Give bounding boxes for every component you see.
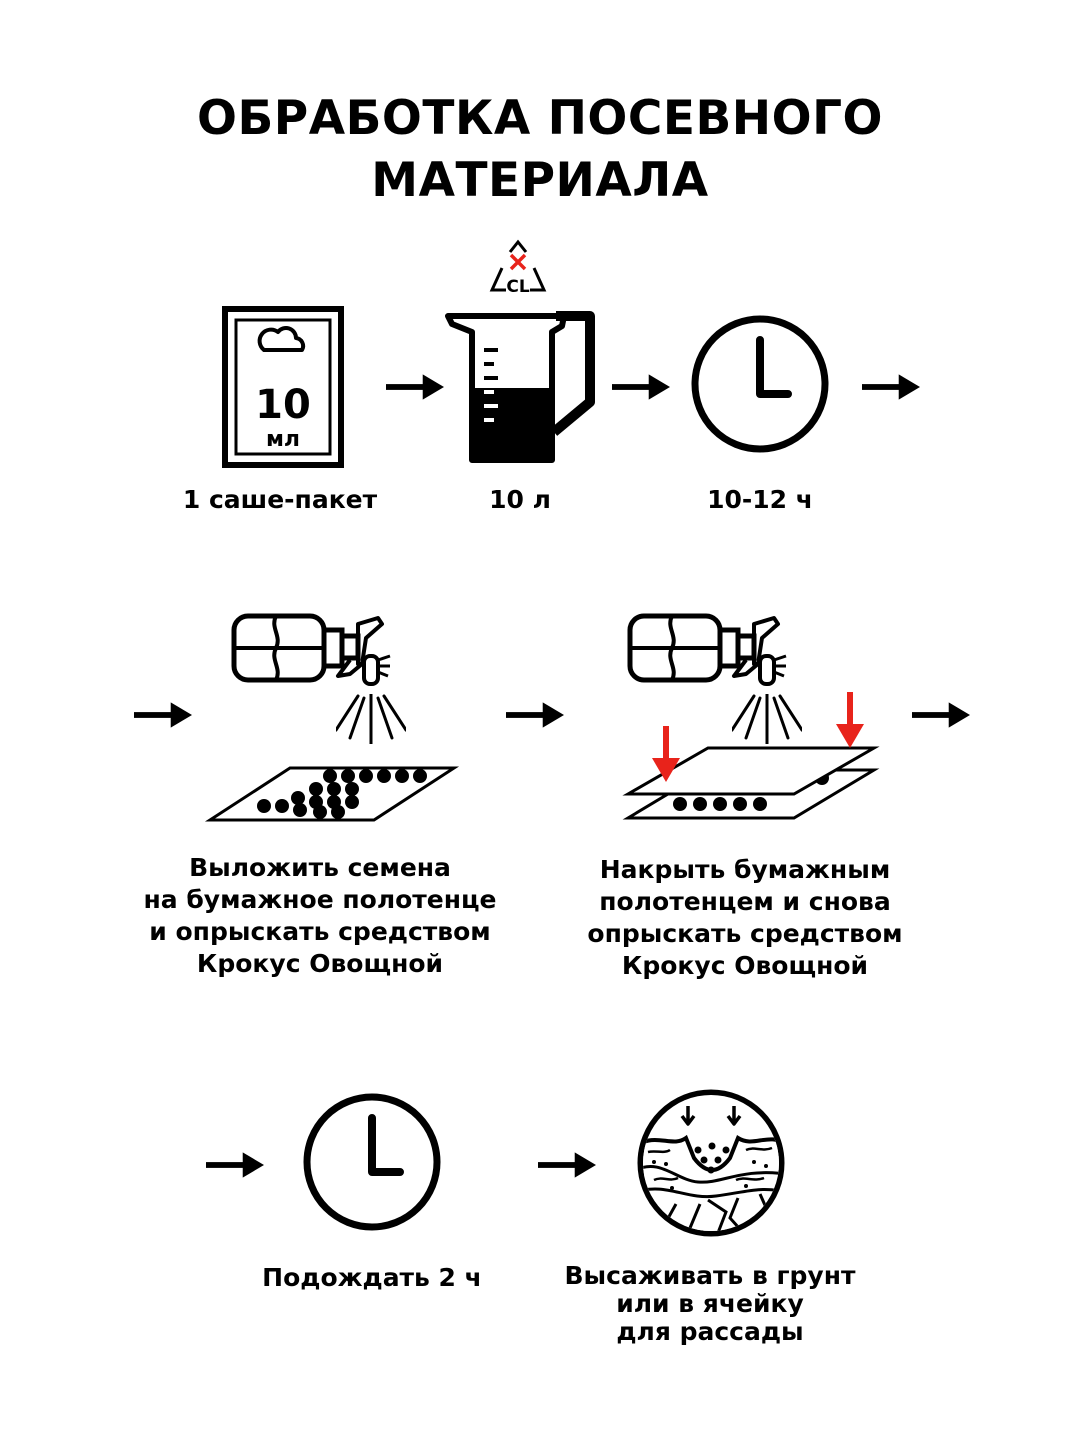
no-chlorine-text: CL [506,277,529,297]
arrow-icon [206,1150,264,1180]
step-plant-line-1: Высаживать в грунт [564,1261,856,1290]
measuring-jug-icon [445,311,595,463]
step-cover-spray-line-2: полотенцем и снова [599,887,891,916]
mist-icon [732,694,802,744]
sprayer-icon [230,604,400,704]
no-chlorine-icon: CL [489,239,547,297]
arrow-icon [506,700,564,730]
arrow-icon [538,1150,596,1180]
step-soak-label: 10-12 ч [707,485,813,514]
arrow-icon [386,372,444,402]
title-line-1: ОБРАБОТКА ПОСЕВНОГО [197,91,883,146]
sachet-unit: мл [266,427,300,452]
step-spray-seeds-line-1: Выложить семена [189,853,451,882]
down-arrow-icon [836,692,864,748]
step-cover-spray-label: Накрыть бумажным полотенцем и снова опры… [545,854,945,982]
step-plant-line-2: или в ячейку [616,1289,804,1318]
covered-seeds-icon [622,746,880,820]
sachet-icon: 10 мл [222,306,344,468]
step-sachet-label: 1 саше-пакет [182,485,378,514]
clock-icon [690,314,830,454]
clock-icon [302,1092,442,1232]
page-title: ОБРАБОТКА ПОСЕВНОГО МАТЕРИАЛА [0,88,1080,212]
arrow-icon [912,700,970,730]
step-spray-seeds-line-2: на бумажное полотенце [143,885,497,914]
title-line-2: МАТЕРИАЛА [371,153,709,208]
step-spray-seeds-line-4: Крокус Овощной [196,949,444,978]
step-water-label: 10 л [489,485,551,514]
step-cover-spray-line-1: Накрыть бумажным [599,855,891,884]
step-plant-label: Высаживать в грунт или в ячейку для расс… [540,1262,880,1346]
arrow-icon [862,372,920,402]
sprayer-icon [626,604,796,704]
step-wait-label: Подождать 2 ч [262,1263,482,1292]
seeds-on-towel-icon [204,766,460,822]
mist-icon [336,694,406,744]
step-cover-spray-line-3: опрыскать средством [587,919,903,948]
arrow-icon [134,700,192,730]
sachet-number: 10 [255,382,311,428]
step-plant-line-3: для рассады [616,1317,804,1346]
step-cover-spray-line-4: Крокус Овощной [621,951,869,980]
planting-soil-icon [637,1089,785,1237]
step-spray-seeds-line-3: и опрыскать средством [149,917,491,946]
step-spray-seeds-label: Выложить семена на бумажное полотенце и … [110,852,530,980]
down-arrow-icon [652,726,680,782]
arrow-icon [612,372,670,402]
